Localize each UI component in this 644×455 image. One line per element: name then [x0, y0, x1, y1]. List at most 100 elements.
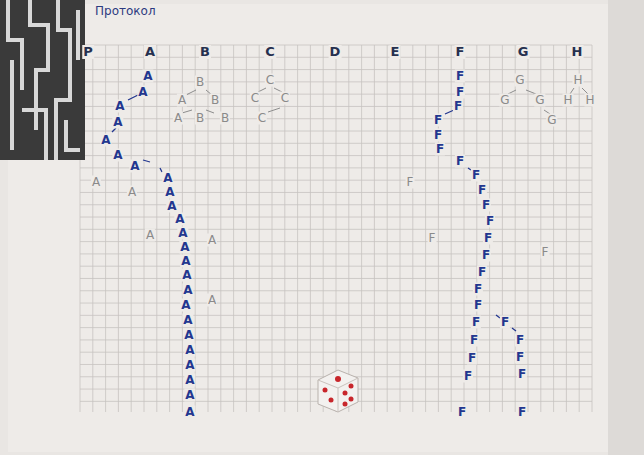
move-letter: A [184, 359, 195, 372]
move-letter: F [455, 70, 465, 83]
grid-line [348, 45, 349, 412]
grid-line [80, 204, 592, 205]
die [318, 370, 358, 412]
grid-line [208, 45, 209, 412]
column-letter: F [455, 45, 466, 59]
move-letter: A [100, 134, 111, 147]
column-letter: E [390, 45, 401, 59]
move-letter: F [473, 299, 483, 312]
move-letter: F [435, 143, 445, 156]
column-letter: C [264, 45, 276, 59]
move-letter: A [166, 200, 177, 213]
column-letter: D [329, 45, 342, 59]
move-letter: F [481, 199, 491, 212]
grid-line [361, 45, 362, 412]
pencil-letter: H [572, 74, 583, 87]
move-letter: A [162, 172, 173, 185]
grid-line [80, 106, 592, 107]
pencil-letter: A [145, 229, 155, 242]
grid-line [553, 45, 554, 412]
move-letter: A [112, 116, 123, 129]
grid-line [80, 180, 592, 181]
move-letter: F [463, 370, 473, 383]
ink-strokes [112, 95, 516, 331]
move-letter: F [471, 169, 481, 182]
grid-line [579, 45, 580, 412]
grid-line [80, 118, 592, 119]
move-letter: F [457, 406, 467, 419]
move-letter: A [184, 389, 195, 402]
paper [8, 4, 608, 452]
column-letter: P [82, 45, 94, 59]
pencil-letter: G [546, 114, 557, 127]
move-letter: A [137, 86, 148, 99]
grid-line [80, 315, 592, 316]
pencil-letter: A [207, 294, 217, 307]
grid-line [80, 229, 592, 230]
grid-line [92, 45, 93, 412]
grid-line [464, 45, 465, 412]
grid-line [412, 45, 413, 412]
move-letter: F [515, 351, 525, 364]
move-letter: F [455, 86, 465, 99]
move-letter: A [184, 344, 195, 357]
move-letter: A [142, 70, 153, 83]
table-edge [608, 0, 644, 455]
pencil-letter: A [91, 176, 101, 189]
pencil-letter: C [265, 74, 275, 87]
grid-line [246, 45, 247, 412]
move-letter: F [477, 266, 487, 279]
pencil-letter: F [428, 232, 437, 245]
move-letter: F [433, 129, 443, 142]
grid-line [80, 69, 592, 70]
grid-line [195, 45, 196, 412]
pencil-letter: C [250, 92, 260, 105]
grid-line [80, 364, 592, 365]
move-letter: A [184, 406, 195, 419]
grid-line [169, 45, 170, 412]
move-letter: F [467, 352, 477, 365]
move-letter: A [183, 329, 194, 342]
pencil-letter: A [173, 112, 183, 125]
move-letter: A [174, 213, 185, 226]
move-letter: A [180, 299, 191, 312]
pencil-letter: C [280, 92, 290, 105]
grid-line [80, 217, 592, 218]
sheet-title: Протокол [93, 4, 158, 18]
grid-line [80, 143, 592, 144]
move-letter: F [473, 283, 483, 296]
grid-line [387, 45, 388, 412]
move-letter: F [471, 316, 481, 329]
grid-line [80, 266, 592, 267]
move-letter: A [180, 255, 191, 268]
grid-line [374, 45, 375, 412]
pencil-letter: G [534, 94, 545, 107]
move-letter: A [182, 284, 193, 297]
move-letter: A [182, 314, 193, 327]
column-letter: A [144, 45, 156, 59]
grid-line [80, 241, 592, 242]
pencil-strokes [182, 88, 588, 114]
grid-line [220, 45, 221, 412]
grid-line [131, 45, 132, 412]
grid-line [80, 303, 592, 304]
column-letter: G [517, 45, 530, 59]
grid-line [105, 45, 106, 412]
grid-line [80, 167, 592, 168]
grid-line [80, 278, 592, 279]
pencil-letter: G [499, 94, 510, 107]
grid-line [400, 45, 401, 412]
grid-line [297, 45, 298, 412]
grid-line [425, 45, 426, 412]
move-letter: F [453, 100, 463, 113]
move-letter: F [483, 232, 493, 245]
move-letter: F [477, 184, 487, 197]
grid-line [451, 45, 452, 412]
move-letter: A [112, 149, 123, 162]
pencil-letter: H [562, 94, 573, 107]
grid-line [80, 94, 592, 95]
grid-line [80, 253, 592, 254]
grid-line [80, 155, 592, 156]
grid-line [489, 45, 490, 412]
